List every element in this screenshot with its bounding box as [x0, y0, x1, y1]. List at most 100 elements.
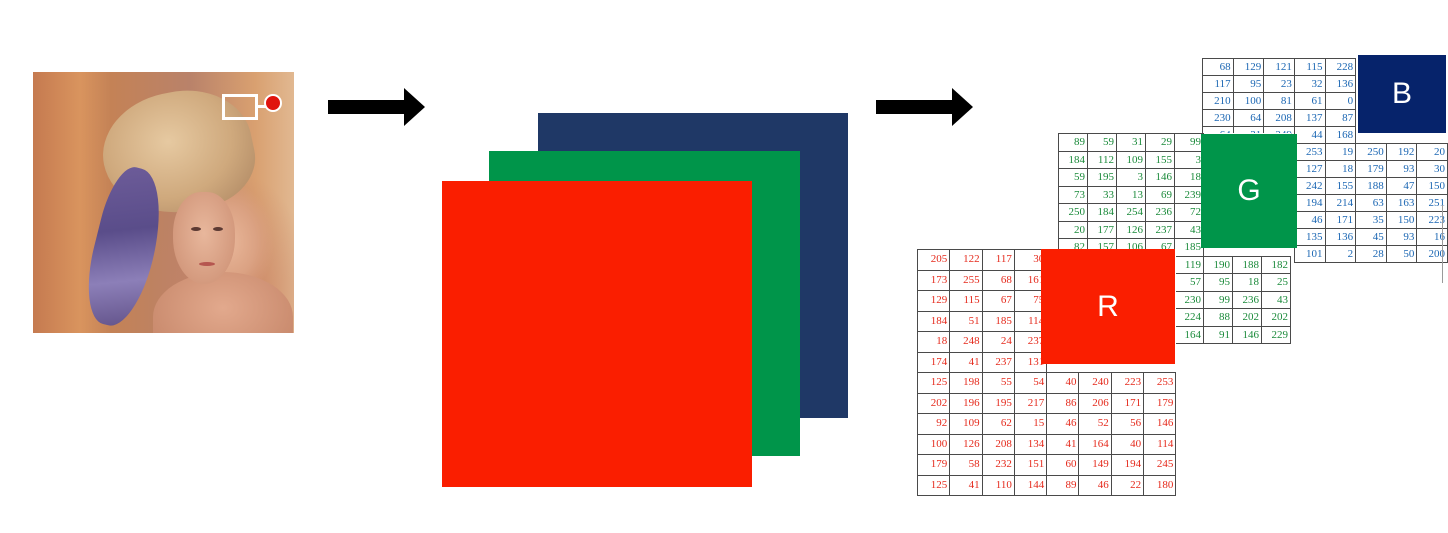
table-cell: 254 — [1116, 203, 1146, 222]
table-cell: 136 — [1324, 75, 1357, 93]
table-cell: 217 — [1013, 392, 1048, 414]
table-cell: 245 — [1143, 454, 1177, 476]
table-cell: 163 — [1385, 194, 1418, 212]
table-cell: 18 — [1174, 168, 1204, 187]
table-cell: 115 — [949, 290, 983, 312]
table-cell: 87 — [1324, 109, 1357, 127]
table-cell: 168 — [1324, 126, 1357, 144]
table-cell: 184 — [1058, 150, 1088, 169]
table-cell: 24 — [981, 331, 1015, 353]
table-cell: 192 — [1385, 143, 1418, 161]
mouth — [199, 262, 215, 266]
table-cell: 223 — [1110, 372, 1145, 394]
table-cell: 3 — [1116, 168, 1146, 187]
table-cell: 100 — [1232, 92, 1265, 110]
table-cell: 51 — [949, 310, 983, 332]
table-cell: 46 — [1078, 474, 1112, 496]
table-cell: 15 — [1013, 413, 1048, 435]
table-cell: 25 — [1261, 273, 1291, 292]
table-cell: 62 — [981, 413, 1015, 435]
table-cell: 194 — [1293, 194, 1326, 212]
table-cell: 223 — [1416, 211, 1448, 229]
table-cell: 110 — [981, 474, 1015, 496]
table-cell: 63 — [1355, 194, 1387, 212]
table-cell: 185 — [1174, 238, 1204, 257]
table-cell: 23 — [1263, 75, 1295, 93]
table-cell: 179 — [916, 454, 951, 476]
table-cell: 127 — [1293, 160, 1326, 178]
table-cell: 228 — [1324, 58, 1357, 76]
table-cell: 146 — [1232, 325, 1262, 344]
table-cell: 174 — [916, 351, 951, 373]
table-cell: 184 — [916, 310, 951, 332]
table-cell: 250 — [1355, 143, 1387, 161]
table-cell: 126 — [949, 433, 983, 455]
table-cell: 114 — [1143, 433, 1177, 455]
table-cell: 0 — [1324, 92, 1357, 110]
table-cell: 242 — [1293, 177, 1326, 195]
table-cell: 179 — [1143, 392, 1177, 414]
table-cell: 129 — [916, 290, 951, 312]
table-cell: 182 — [1261, 255, 1291, 274]
table-cell: 86 — [1046, 392, 1080, 414]
table-cell: 190 — [1203, 255, 1233, 274]
r-badge-label: R — [1097, 289, 1119, 323]
table-cell: 224 — [1174, 308, 1204, 327]
table-cell: 93 — [1385, 160, 1418, 178]
table-cell: 109 — [1116, 150, 1146, 169]
table-cell: 68 — [1202, 58, 1234, 76]
table-cell: 19 — [1324, 143, 1357, 161]
table-cell: 40 — [1110, 433, 1145, 455]
table-cell: 101 — [1293, 245, 1326, 263]
table-cell: 135 — [1293, 228, 1326, 246]
table-cell: 121 — [1263, 58, 1295, 76]
table-cell: 95 — [1203, 273, 1233, 292]
table-cell: 46 — [1046, 413, 1080, 435]
table-cell: 171 — [1324, 211, 1357, 229]
table-cell: 230 — [1174, 290, 1204, 309]
table-cell: 125 — [916, 372, 951, 394]
table-cell: 28 — [1355, 245, 1387, 263]
table-cell: 253 — [1293, 143, 1326, 161]
table-cell: 184 — [1087, 203, 1117, 222]
table-cell: 93 — [1385, 228, 1418, 246]
marker-connector — [258, 105, 269, 108]
edge-line — [1442, 205, 1443, 283]
r-badge: R — [1041, 249, 1175, 364]
table-cell: 237 — [1145, 220, 1175, 239]
table-cell: 202 — [916, 392, 951, 414]
table-cell: 122 — [949, 249, 983, 271]
table-cell: 89 — [1046, 474, 1080, 496]
table-cell: 179 — [1355, 160, 1387, 178]
table-cell: 208 — [981, 433, 1015, 455]
table-cell: 185 — [981, 310, 1015, 332]
pixel-dot-icon — [264, 94, 282, 112]
table-cell: 73 — [1058, 185, 1088, 204]
table-cell: 109 — [949, 413, 983, 435]
table-cell: 18 — [1232, 273, 1262, 292]
table-cell: 155 — [1145, 150, 1175, 169]
table-cell: 99 — [1174, 133, 1204, 152]
table-cell: 2 — [1324, 245, 1357, 263]
table-cell: 232 — [981, 454, 1015, 476]
table-cell: 54 — [1013, 372, 1048, 394]
table-cell: 40 — [1046, 372, 1080, 394]
table-cell: 164 — [1078, 433, 1112, 455]
table-cell: 115 — [1293, 58, 1326, 76]
